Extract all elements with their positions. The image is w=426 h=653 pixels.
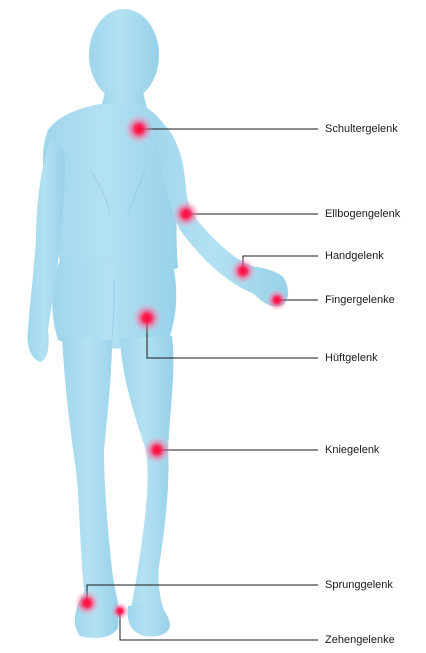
left-leg-shape [62, 335, 120, 626]
label-handgelenk[interactable]: Handgelenk [325, 250, 384, 263]
label-zehengelenke[interactable]: Zehengelenke [325, 634, 395, 647]
hotspot-ellbogengelenk[interactable] [172, 200, 200, 228]
label-hueftgelenk[interactable]: Hüftgelenk [325, 352, 378, 365]
right-leg-shape [120, 336, 173, 632]
label-sprunggelenk[interactable]: Sprunggelenk [325, 579, 393, 592]
hotspot-fingergelenke[interactable] [266, 289, 288, 311]
label-schultergelenk[interactable]: Schultergelenk [325, 123, 398, 136]
hotspot-handgelenk[interactable] [230, 258, 256, 284]
hotspot-zehengelenke[interactable] [111, 602, 129, 620]
hotspot-sprunggelenk[interactable] [74, 590, 100, 616]
right-foot-shape [128, 602, 170, 637]
leader-line-sprunggelenk [87, 585, 318, 603]
label-ellbogengelenk[interactable]: Ellbogengelenk [325, 208, 400, 221]
hotspot-schultergelenk[interactable] [124, 114, 154, 144]
head-shape [89, 9, 159, 101]
label-kniegelenk[interactable]: Kniegelenk [325, 444, 379, 457]
hotspot-hueftgelenk[interactable] [132, 303, 162, 333]
label-fingergelenke[interactable]: Fingergelenke [325, 294, 395, 307]
hotspot-kniegelenk[interactable] [143, 436, 171, 464]
